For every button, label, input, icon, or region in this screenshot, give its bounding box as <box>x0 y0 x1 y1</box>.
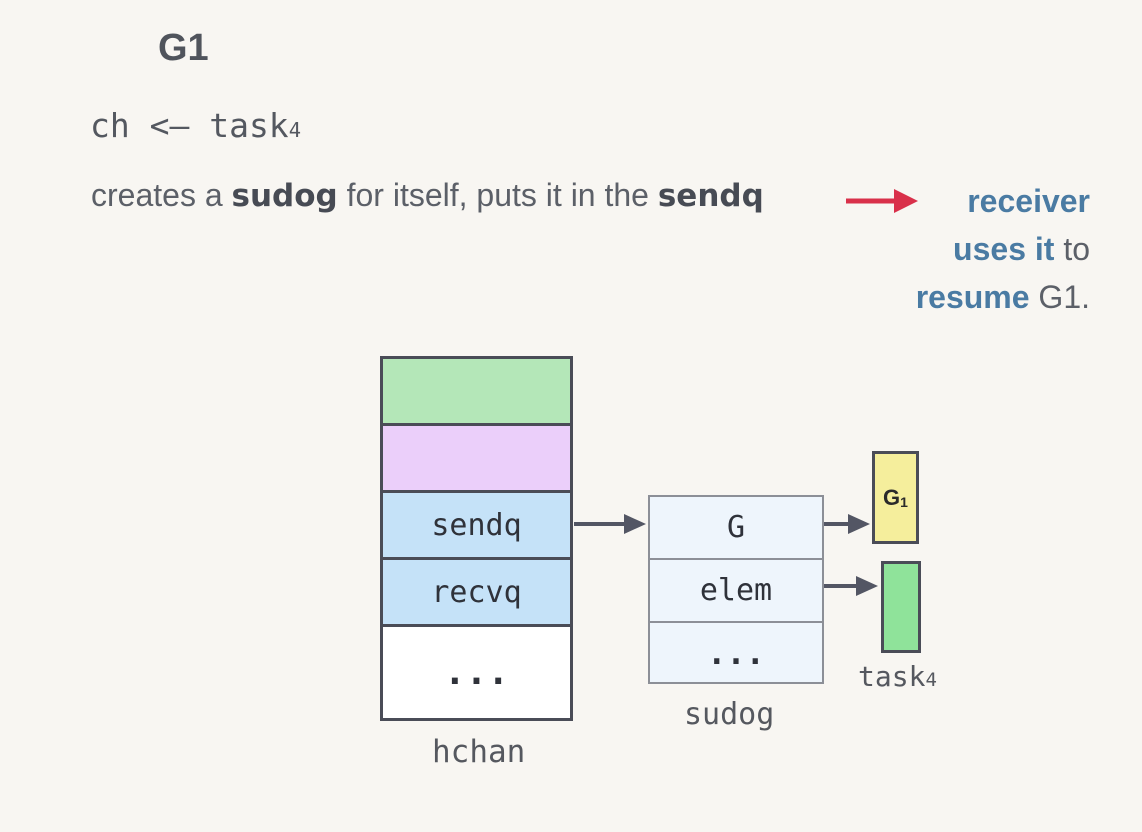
note-line-2: uses it to <box>830 225 1090 273</box>
note: receiver uses it to resume G1. <box>830 177 1090 321</box>
task-label-subscript: 4 <box>925 669 937 691</box>
desc-prefix: creates a <box>91 177 232 213</box>
sudog-row-g: G <box>648 495 824 560</box>
arrow-elem-to-task4 <box>824 576 878 596</box>
hchan-label: hchan <box>432 734 526 770</box>
arrow-sendq-to-sudog <box>574 514 646 534</box>
task-label-text: task <box>858 660 926 693</box>
code-text: ch <– task <box>90 106 289 145</box>
note-uses-it: uses it <box>953 231 1055 267</box>
description: creates a sudog for itself, puts it in t… <box>91 177 764 214</box>
note-receiver: receiver <box>967 183 1090 219</box>
hchan-row-ellipsis: ... <box>380 624 573 721</box>
note-resume: resume <box>915 279 1030 315</box>
g1-text: G <box>883 484 901 510</box>
note-g1: G1. <box>1029 279 1090 315</box>
note-to: to <box>1054 231 1090 267</box>
sudog-row-elem: elem <box>648 558 824 623</box>
arrow-g-to-g1 <box>824 514 870 534</box>
code-subscript: 4 <box>288 118 301 142</box>
note-line-3: resume G1. <box>830 273 1090 321</box>
page-title: G1 <box>158 27 209 69</box>
task4-box <box>881 561 921 653</box>
sudog-row-ellipsis: ... <box>648 621 824 684</box>
red-arrow-icon <box>846 189 918 213</box>
desc-sudog: sudog <box>231 178 338 214</box>
note-line-1: receiver <box>830 177 1090 225</box>
desc-sendq: sendq <box>657 178 764 214</box>
hchan-row-green <box>380 356 573 426</box>
desc-middle: for itself, puts it in the <box>337 177 658 213</box>
sudog-label: sudog <box>684 697 775 732</box>
g1-subscript: 1 <box>900 493 908 510</box>
hchan-row-sendq: sendq <box>380 490 573 560</box>
task4-label: task4 <box>858 660 937 693</box>
code-line: ch <– task4 <box>90 106 301 145</box>
